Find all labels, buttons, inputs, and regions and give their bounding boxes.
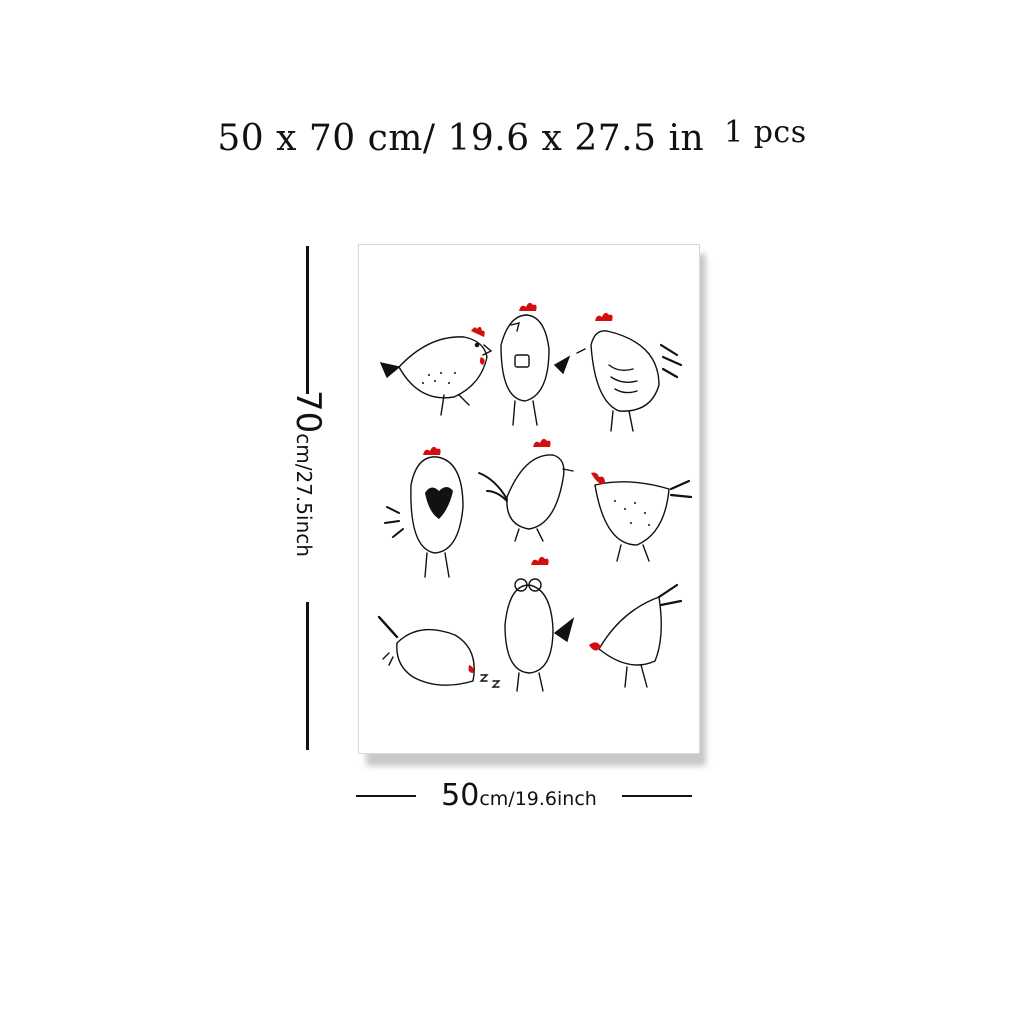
chicken-illustration-6 xyxy=(591,472,693,562)
chicken-illustration-2 xyxy=(500,302,571,426)
product-size-title: 50 x 70 cm/ 19.6 x 27.5 in 1 pcs xyxy=(0,115,1024,159)
width-label: 50cm/19.6inch xyxy=(416,778,622,813)
height-label: 70cm/27.5inch xyxy=(286,390,328,606)
chicken-illustration-3 xyxy=(576,312,683,432)
height-line-bottom xyxy=(306,602,309,750)
poster-canvas xyxy=(358,244,700,754)
chicken-illustration-4 xyxy=(384,446,464,578)
height-value: 70 xyxy=(288,390,328,434)
width-unit: cm/19.6inch xyxy=(479,788,597,810)
quantity-text: 1 pcs xyxy=(724,115,807,150)
width-line-left xyxy=(356,795,416,797)
chicken-illustration-5 xyxy=(478,438,574,542)
chicken-illustration-9 xyxy=(589,583,683,688)
chicken-illustration-1 xyxy=(379,326,493,416)
size-text: 50 x 70 cm/ 19.6 x 27.5 in xyxy=(217,118,705,159)
chicken-illustration-7 xyxy=(377,615,501,688)
height-unit: cm/27.5inch xyxy=(292,433,316,557)
height-line-top xyxy=(306,246,309,394)
chicken-illustration-8 xyxy=(504,556,575,692)
chicken-artwork xyxy=(377,302,693,692)
width-value: 50 xyxy=(441,778,480,813)
width-line-right xyxy=(622,795,692,797)
